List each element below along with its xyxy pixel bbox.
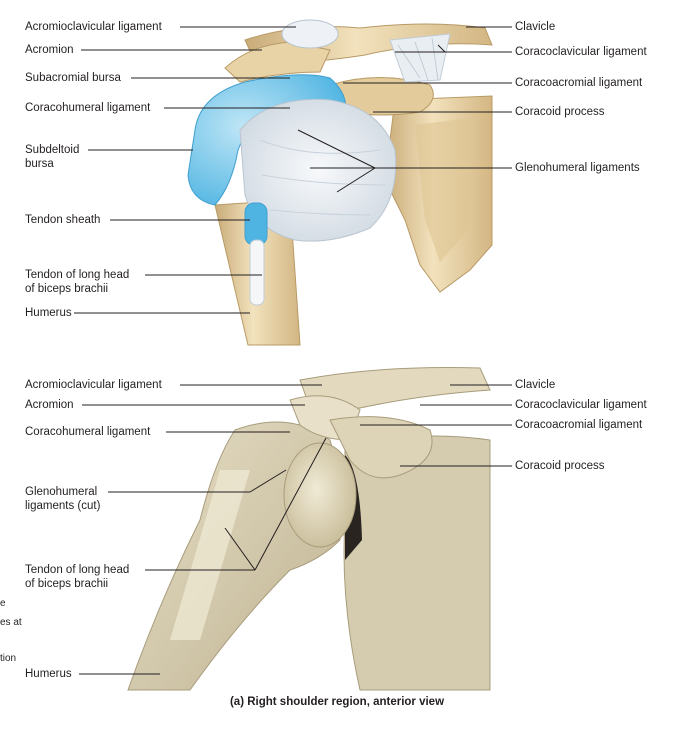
label-top-subdeltoid-bursa: Subdeltoid bursa bbox=[25, 143, 79, 171]
label-top-biceps-tendon: Tendon of long head of biceps brachii bbox=[25, 268, 129, 296]
edge-fragment-2: es at bbox=[0, 617, 22, 629]
label-bottom-coracoid-process: Coracoid process bbox=[515, 459, 604, 473]
label-bottom-humerus: Humerus bbox=[25, 667, 72, 681]
label-top-coracoid-process: Coracoid process bbox=[515, 105, 604, 119]
label-top-coracohumeral-ligament: Coracohumeral ligament bbox=[25, 101, 150, 115]
label-top-humerus: Humerus bbox=[25, 306, 72, 320]
label-top-tendon-sheath: Tendon sheath bbox=[25, 213, 100, 227]
label-bottom-clavicle: Clavicle bbox=[515, 378, 555, 392]
top-illustration bbox=[188, 20, 492, 345]
label-bottom-acromion: Acromion bbox=[25, 398, 74, 412]
label-top-clavicle: Clavicle bbox=[515, 20, 555, 34]
label-bottom-glenohumeral-ligaments-cut: Glenohumeral ligaments (cut) bbox=[25, 485, 100, 513]
edge-fragment-3: tion bbox=[0, 653, 16, 665]
label-bottom-coracoacromial-ligament: Coracoacromial ligament bbox=[515, 418, 642, 432]
label-top-coracoacromial-ligament: Coracoacromial ligament bbox=[515, 76, 642, 90]
label-bottom-acromioclavicular-ligament: Acromioclavicular ligament bbox=[25, 378, 162, 392]
bottom-photo bbox=[128, 368, 490, 691]
ac-ligament-shape bbox=[282, 20, 338, 48]
label-top-acromioclavicular-ligament: Acromioclavicular ligament bbox=[25, 20, 162, 34]
edge-fragment-1: e bbox=[0, 598, 6, 610]
label-top-subacromial-bursa: Subacromial bursa bbox=[25, 71, 121, 85]
label-bottom-coracohumeral-ligament: Coracohumeral ligament bbox=[25, 425, 150, 439]
label-top-acromion: Acromion bbox=[25, 43, 74, 57]
label-top-glenohumeral-ligaments: Glenohumeral ligaments bbox=[515, 161, 640, 175]
label-top-coracoclavicular-ligament: Coracoclavicular ligament bbox=[515, 45, 647, 59]
tendon-sheath-shape bbox=[245, 203, 267, 245]
label-bottom-biceps-tendon: Tendon of long head of biceps brachii bbox=[25, 563, 129, 591]
biceps-tendon-shape bbox=[250, 240, 264, 305]
label-bottom-coracoclavicular-ligament: Coracoclavicular ligament bbox=[515, 398, 647, 412]
figure-caption: (a) Right shoulder region, anterior view bbox=[0, 696, 674, 708]
